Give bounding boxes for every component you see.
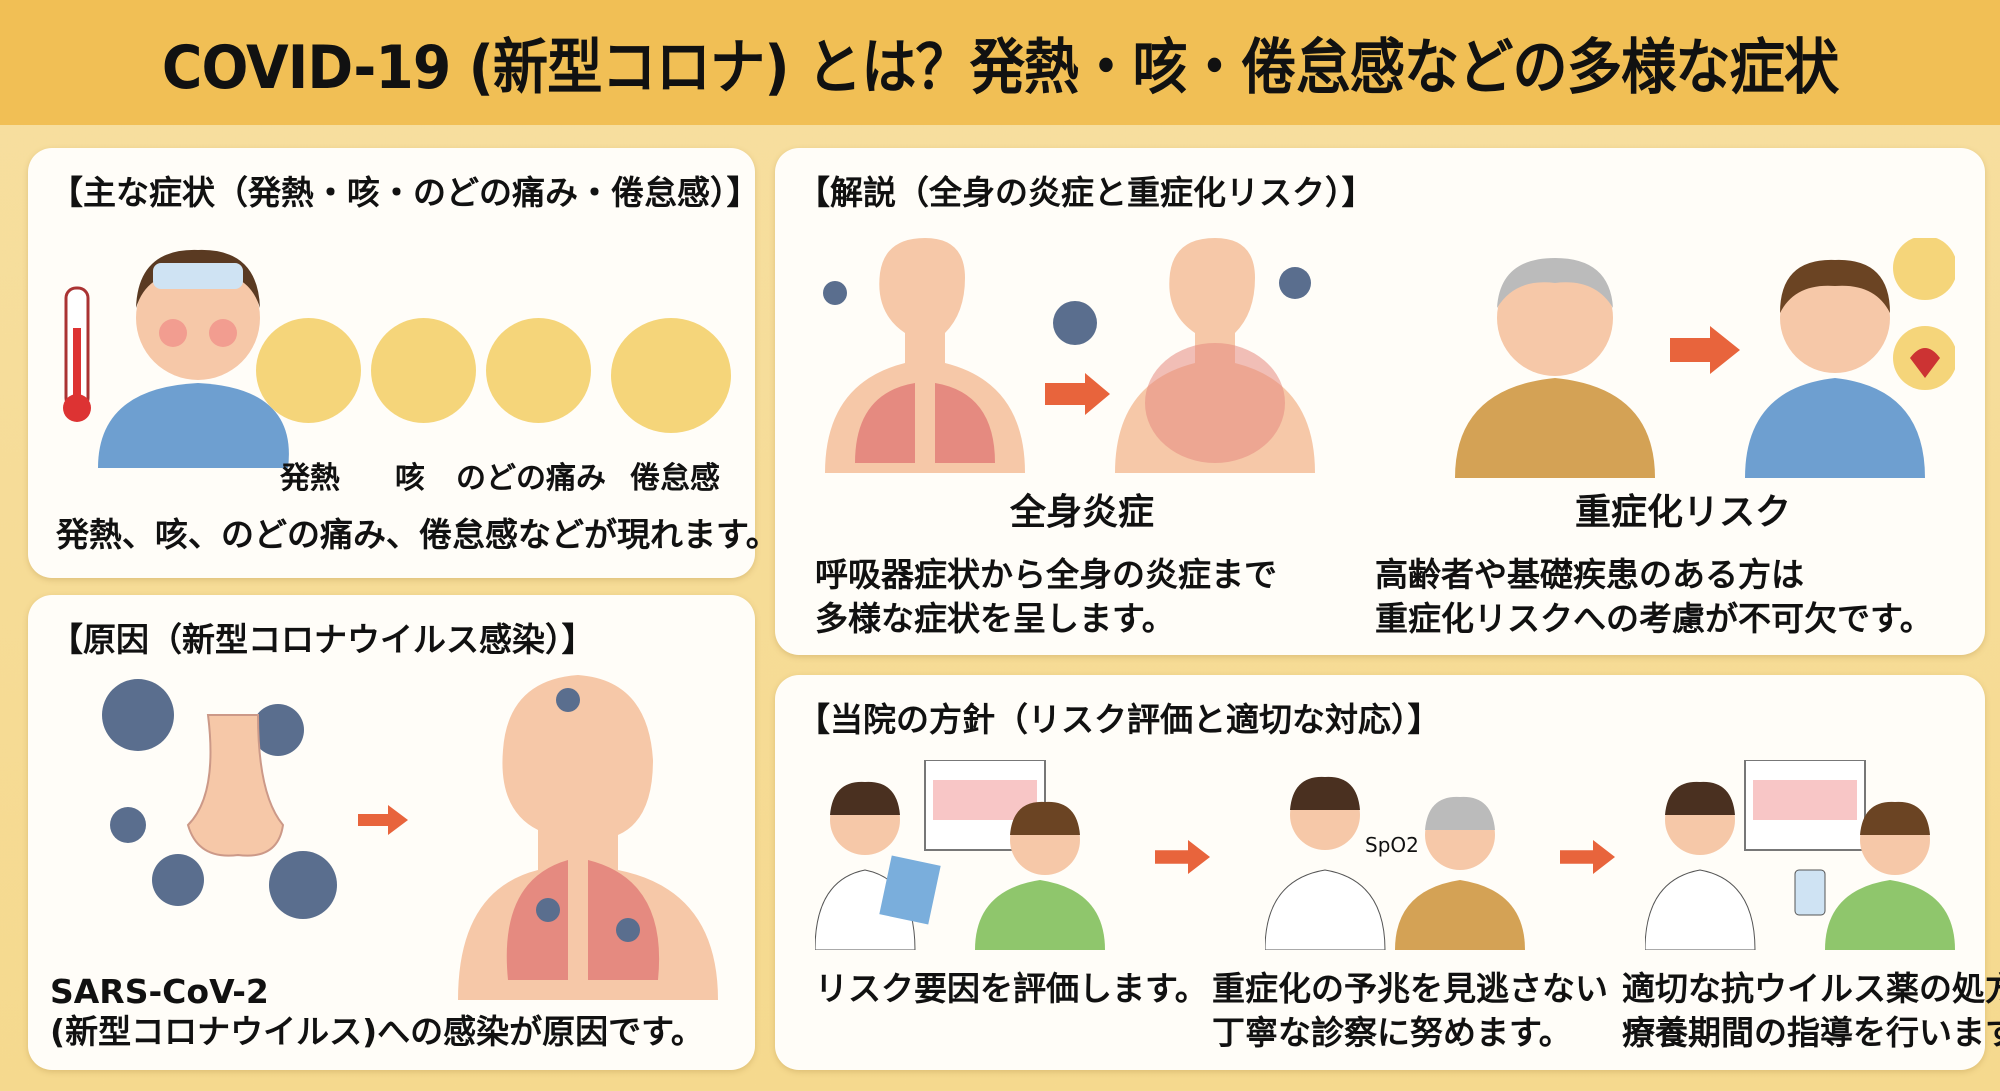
step-3-line-1: 適切な抗ウイルス薬の処方と [1622, 969, 2000, 1008]
cough-icon [371, 318, 476, 423]
risk-line-2: 重症化リスクへの考慮が不可欠です。 [1375, 599, 1933, 638]
severity-risk-illustration [1455, 238, 1955, 478]
arrow-icon [1155, 840, 1210, 874]
sore-throat-icon [486, 318, 591, 423]
label-fatigue: 倦怠感 [630, 461, 720, 496]
arrow-icon [1560, 840, 1615, 874]
policy-panel: 【当院の方針（リスク評価と適切な対応）】 SpO2 リスク要因を評価します。 重… [775, 675, 2000, 1070]
virus-nose-illustration [102, 679, 337, 919]
inflammation-line-2: 多様な症状を呈します。 [815, 599, 1175, 638]
risk-assessment-illustration [815, 760, 1105, 950]
risk-line-1: 高齢者や基礎疾患のある方は [1375, 555, 1804, 594]
label-cough: 咳 [395, 461, 425, 496]
step-3-line-2: 療養期間の指導を行います。 [1622, 1013, 2000, 1052]
caption-systemic-inflammation: 全身炎症 [1010, 492, 1155, 533]
label-fever: 発熱 [280, 461, 340, 496]
step-1-line-1: リスク要因を評価します。 [815, 969, 1208, 1008]
cause-panel: 【原因（新型コロナウイルス感染）】 SARS-CoV-2 (新型コロナウイルス)… [28, 595, 755, 1070]
step-2-line-2: 丁寧な診察に努めます。 [1212, 1013, 1572, 1052]
thermometer-icon [256, 318, 361, 423]
fatigue-icon [611, 318, 731, 433]
respiratory-illustration [458, 675, 718, 1000]
page-title: COVID-19 (新型コロナ) とは？発熱・咳・倦怠感などの多様な症状 [161, 33, 1839, 103]
cause-text: (新型コロナウイルス)への感染が原因です。 [50, 1012, 704, 1051]
explanation-title: 【解説（全身の炎症と重症化リスク）】 [797, 173, 1375, 212]
prescription-illustration [1645, 760, 1955, 950]
step-2-line-1: 重症化の予兆を見逃さない [1212, 969, 1608, 1008]
explanation-panel: 【解説（全身の炎症と重症化リスク）】 全身炎症 呼吸器症状から全身の炎症まで 多… [775, 148, 1985, 655]
symptoms-text: 発熱、咳、のどの痛み、倦怠感などが現れます。 [56, 515, 779, 554]
symptoms-panel: 【主な症状（発熱・咳・のどの痛み・倦怠感）】 発熱 咳 のどの痛み 倦怠感 発熱… [28, 148, 779, 578]
inflammation-line-1: 呼吸器症状から全身の炎症まで [815, 555, 1277, 594]
sick-person-illustration [63, 249, 289, 468]
label-sore-throat: のどの痛み [456, 461, 606, 496]
cause-virus-name: SARS-CoV-2 [50, 972, 269, 1011]
examination-illustration [1265, 776, 1525, 950]
caption-severity-risk: 重症化リスク [1575, 492, 1792, 533]
symptoms-title: 【主な症状（発熱・咳・のどの痛み・倦怠感）】 [50, 173, 760, 212]
cause-title: 【原因（新型コロナウイルス感染）】 [50, 620, 595, 659]
spo2-label: SpO2 [1365, 833, 1419, 857]
inflammation-illustration [823, 238, 1315, 473]
header-banner: COVID-19 (新型コロナ) とは？発熱・咳・倦怠感などの多様な症状 [0, 0, 2000, 125]
policy-title: 【当院の方針（リスク評価と適切な対応）】 [797, 700, 1441, 739]
